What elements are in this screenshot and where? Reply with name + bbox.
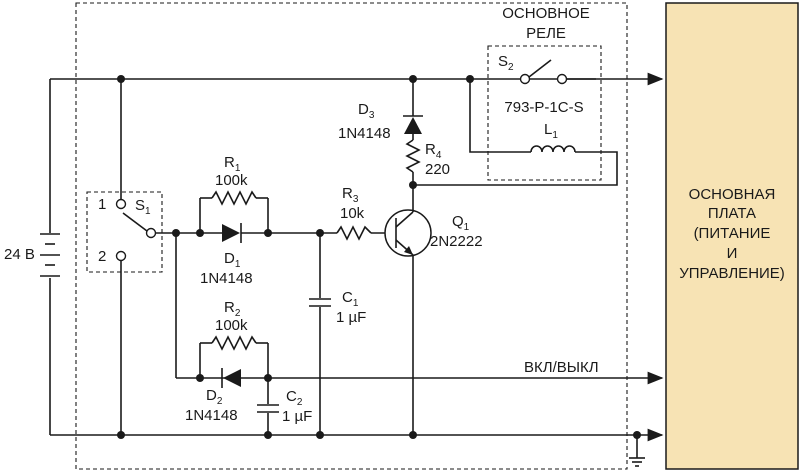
c1-value: 1 µF bbox=[336, 309, 366, 326]
main-board-line4: И bbox=[727, 245, 738, 262]
d1-diode bbox=[222, 223, 242, 243]
supply-label: 24 В bbox=[4, 246, 35, 263]
r4-label: R4 bbox=[425, 141, 442, 161]
d3-label: D3 bbox=[358, 101, 375, 121]
main-board-line5: УПРАВЛЕНИЕ) bbox=[679, 265, 785, 282]
q1-label: Q1 bbox=[452, 213, 470, 233]
d2-label: D2 bbox=[206, 387, 223, 407]
main-board-line2: ПЛАТА bbox=[708, 205, 756, 222]
l1-label: L1 bbox=[544, 121, 558, 141]
s2-terminal-right bbox=[556, 73, 568, 85]
r3-label: R3 bbox=[342, 185, 359, 205]
r1-label: R1 bbox=[224, 154, 241, 174]
s2-terminal-left bbox=[519, 73, 531, 85]
s1-pin2-label: 2 bbox=[98, 248, 106, 265]
r3-resistor bbox=[336, 225, 372, 241]
d2-diode bbox=[221, 368, 241, 388]
s1-boundary bbox=[86, 191, 163, 273]
main-board-block bbox=[665, 2, 799, 470]
d1-part: 1N4148 bbox=[200, 270, 253, 287]
r1-resistor bbox=[211, 190, 257, 206]
s1-terminal-1 bbox=[115, 198, 127, 210]
onoff-signal-label: ВКЛ/ВЫКЛ bbox=[524, 359, 599, 376]
r2-resistor bbox=[211, 335, 257, 351]
r2-value: 100k bbox=[215, 317, 248, 334]
battery-24v bbox=[40, 79, 60, 435]
relay-part-number: 793-P-1C-S bbox=[504, 99, 583, 116]
s1-pin1-label: 1 bbox=[98, 196, 106, 213]
s1-terminal-2 bbox=[115, 250, 127, 262]
d1-label: D1 bbox=[224, 250, 241, 270]
q1-transistor bbox=[384, 185, 432, 257]
d3-diode bbox=[403, 115, 423, 134]
r2-label: R2 bbox=[224, 299, 241, 319]
r4-value: 220 bbox=[425, 161, 450, 178]
relay-boundary bbox=[487, 45, 602, 181]
s2-blade bbox=[528, 59, 552, 78]
s1-common-terminal bbox=[145, 227, 157, 239]
s1-blade[interactable] bbox=[122, 212, 148, 232]
r3-value: 10k bbox=[340, 205, 365, 222]
d3-part: 1N4148 bbox=[338, 125, 391, 142]
relay-title-line2: РЕЛЕ bbox=[526, 25, 566, 42]
r4-resistor bbox=[405, 139, 421, 173]
main-board-line1: ОСНОВНАЯ bbox=[689, 186, 776, 203]
ground-symbol bbox=[629, 435, 645, 467]
r1-value: 100k bbox=[215, 172, 248, 189]
junction-dots bbox=[117, 75, 641, 439]
coil-return-wire bbox=[413, 151, 618, 186]
relay-title-line1: ОСНОВНОЕ bbox=[502, 5, 590, 22]
s1-label: S1 bbox=[135, 197, 151, 217]
s2-label: S2 bbox=[498, 53, 514, 73]
c2-value: 1 µF bbox=[282, 408, 312, 425]
c2-label: C2 bbox=[286, 388, 303, 408]
c1-label: C1 bbox=[342, 289, 359, 309]
q1-part: 2N2222 bbox=[430, 233, 483, 250]
d2-part: 1N4148 bbox=[185, 407, 238, 424]
module-boundary bbox=[75, 2, 628, 470]
main-board-line3: (ПИТАНИЕ bbox=[694, 225, 771, 242]
l1-coil bbox=[530, 145, 576, 153]
